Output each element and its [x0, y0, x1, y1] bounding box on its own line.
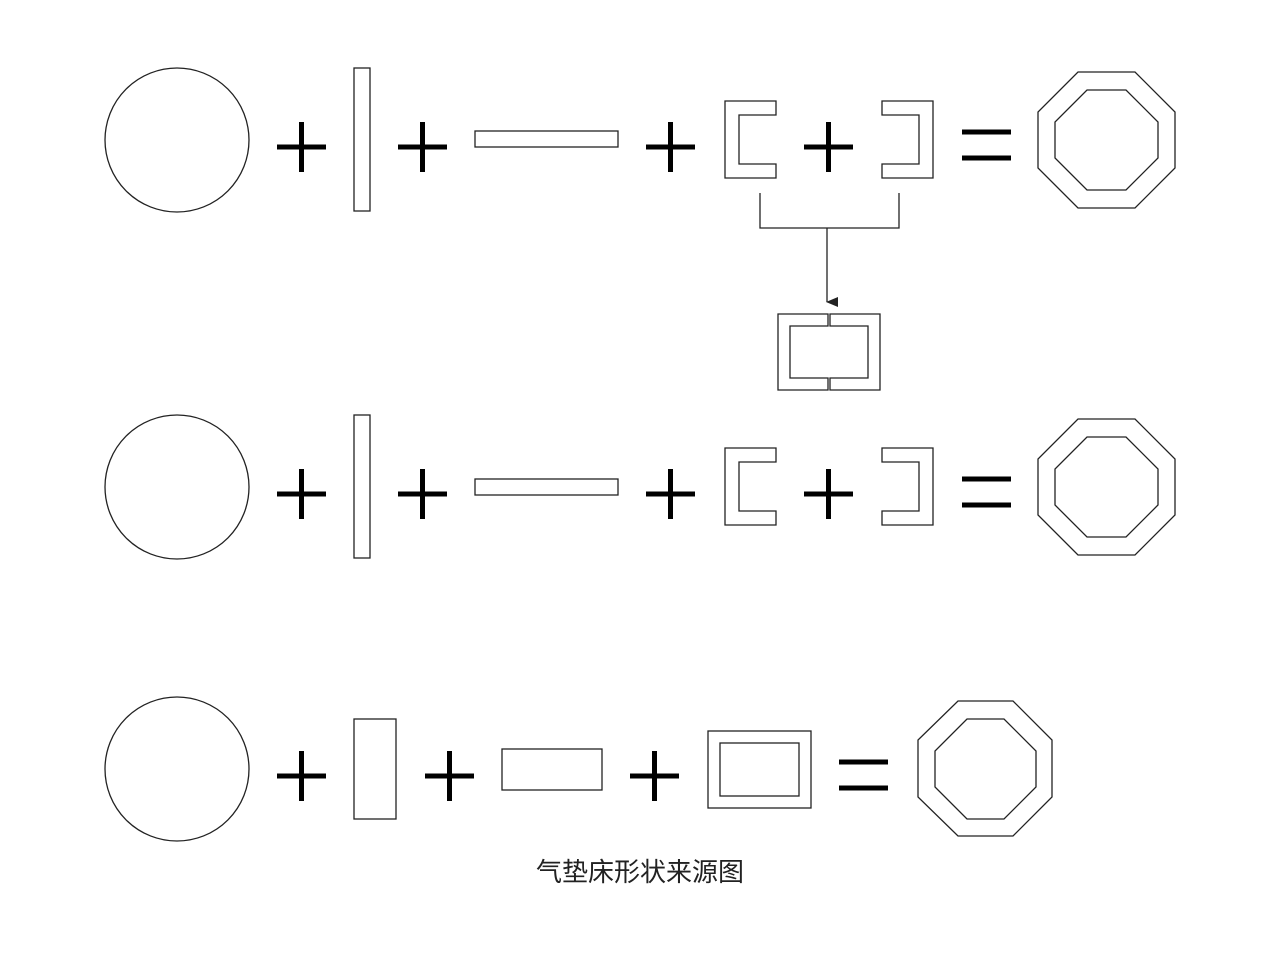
circle-shape — [104, 414, 250, 560]
vertical-bar-shape — [353, 414, 371, 559]
right-bracket-shape — [881, 447, 934, 526]
split-frame-shape — [777, 313, 881, 391]
equals-operator — [962, 476, 1011, 508]
row-1 — [104, 67, 1176, 391]
right-bracket-shape — [881, 100, 934, 179]
left-bracket-shape — [724, 447, 777, 526]
bracket-merge-connector — [759, 193, 900, 229]
plus-operator — [398, 469, 447, 519]
equals-operator — [962, 129, 1011, 161]
left-bracket-shape — [724, 100, 777, 179]
horizontal-bar-shape — [474, 130, 619, 148]
vertical-rectangle-shape — [353, 718, 397, 820]
row-2 — [104, 414, 1176, 560]
plus-operator — [630, 751, 679, 801]
diagram-caption: 气垫床形状来源图 — [535, 858, 744, 888]
octagon-ring-shape — [1037, 418, 1176, 556]
plus-operator — [277, 469, 326, 519]
circle-shape — [104, 67, 250, 213]
horizontal-rectangle-shape — [501, 748, 603, 791]
plus-operator — [277, 751, 326, 801]
plus-operator — [646, 122, 695, 172]
plus-operator — [804, 122, 853, 172]
rectangular-frame-shape — [707, 730, 812, 809]
plus-operator — [425, 751, 474, 801]
plus-operator — [398, 122, 447, 172]
circle-shape — [104, 696, 250, 842]
octagon-ring-shape — [1037, 71, 1176, 209]
vertical-bar-shape — [353, 67, 371, 212]
plus-operator — [804, 469, 853, 519]
plus-operator — [277, 122, 326, 172]
horizontal-bar-shape — [474, 478, 619, 496]
equals-operator — [839, 759, 888, 791]
row-3 — [104, 696, 1053, 842]
octagon-ring-shape — [917, 700, 1053, 837]
plus-operator — [646, 469, 695, 519]
